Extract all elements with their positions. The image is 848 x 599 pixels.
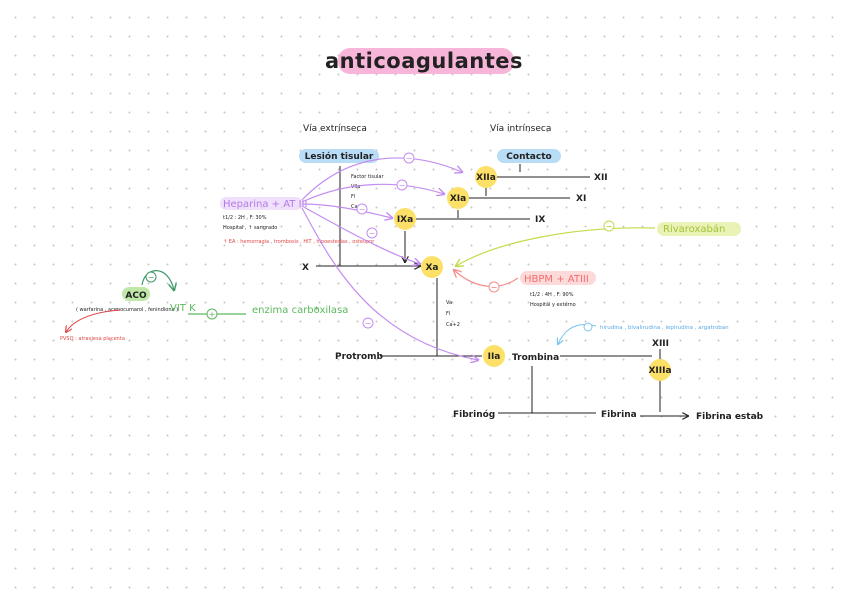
stable-fibrin-label: Fibrina estab — [696, 412, 764, 422]
heparin-to-xa-arrow — [301, 205, 420, 264]
inhibit-sign: − — [399, 181, 406, 190]
rivaroxaban-highlight — [657, 222, 741, 236]
factor-iia-circle — [483, 345, 505, 367]
aco-adverse-arrow — [66, 309, 121, 332]
cofactor-item: Va — [446, 300, 452, 306]
inhibit-marker — [583, 322, 593, 332]
inhibit-sign: − — [369, 229, 376, 238]
aco-to-vitk-arrow — [141, 270, 174, 290]
fibrinogen-label: Fibrinóg — [453, 409, 495, 420]
factor-xii: XII — [594, 173, 608, 183]
intrinsic-pathway-label: Vía intrínseca — [490, 124, 551, 134]
hbpm-label: HBPM + ATIII — [524, 274, 589, 285]
factor-ixa: IXa — [397, 215, 413, 225]
page-title: anticoagulantes — [325, 49, 523, 73]
inhibit-marker — [362, 317, 374, 329]
prothrombin-label: Protromb — [335, 352, 384, 362]
cofactor-item: Ca+2 — [446, 322, 460, 328]
factor-iia: IIa — [488, 352, 501, 362]
factor-xiia-circle — [475, 166, 497, 188]
inhibit-sign: − — [148, 273, 155, 282]
injury-highlight — [299, 149, 379, 163]
factor-xia-circle — [447, 187, 469, 209]
inhibit-sign: − — [359, 205, 366, 214]
inhibit-marker — [356, 203, 368, 215]
factor-xa-circle — [421, 256, 443, 278]
cofactor-item: Fl — [446, 311, 450, 317]
inhibit-marker — [366, 227, 378, 239]
factor-x: X — [302, 263, 309, 273]
vitamin-k-label: VIT K — [170, 303, 196, 314]
extrinsic-item: VIIa — [351, 184, 360, 190]
heparin-label: Heparina + AT III — [223, 199, 307, 210]
factor-xiia: XIIa — [476, 173, 496, 183]
contact-highlight — [497, 149, 561, 163]
factor-ix: IX — [535, 215, 545, 225]
inhibit-sign: − — [365, 319, 372, 328]
heparin-adverse: ↑ EA : hemorragia , trombosis , HIT , hi… — [223, 239, 375, 245]
aco-label: ACO — [125, 291, 147, 301]
inhibit-marker — [396, 179, 408, 191]
factor-xi: XI — [576, 194, 586, 204]
enzyme-asterisk: * — [314, 305, 319, 316]
inhibit-marker — [145, 271, 157, 283]
aco-highlight — [122, 287, 150, 301]
heparin-pk: t1/2 : 2H , F: 30% — [223, 215, 267, 221]
fibrin-label: Fibrina — [601, 410, 637, 420]
thrombin-label: Trombina — [512, 353, 559, 363]
inhibit-marker — [403, 152, 415, 164]
heparin-to-ixa-arrow — [301, 203, 392, 218]
thrombin-inhibitors-list: hirudina , bivalirudina , lepirudina , a… — [600, 325, 729, 331]
hbpm-pk: t1/2 : 4H , F: 90% — [530, 292, 574, 298]
contact-label: Contacto — [506, 152, 551, 162]
enzyme-label: enzima carboxilasa — [252, 305, 348, 316]
inhibit-marker — [488, 281, 500, 293]
hbpm-to-xa-arrow — [454, 270, 519, 287]
heparin-to-xia-arrow — [301, 183, 444, 203]
factor-xiiia: XIIIa — [648, 366, 671, 376]
factor-ixa-circle — [394, 208, 416, 230]
heparin-to-iia-arrow — [301, 207, 478, 360]
inhibit-marker — [603, 220, 615, 232]
inhibit-sign: − — [606, 222, 613, 231]
factor-xa: Xa — [425, 263, 438, 273]
rivaroxaban-to-xa-arrow — [456, 227, 656, 266]
hbpm-highlight — [520, 271, 596, 285]
factor-xiii: XIII — [652, 339, 669, 349]
activate-sign: + — [209, 310, 216, 319]
inhibit-sign: − — [406, 154, 413, 163]
factor-xiiia-circle — [649, 359, 671, 381]
heparin-to-xiia-arrow — [301, 157, 462, 201]
heparin-highlight — [220, 197, 302, 210]
hbpm-setting: Hospital y externo — [530, 302, 576, 308]
heparin-setting: Hospital , ↑ sangrado — [223, 225, 277, 231]
extrinsic-item: Factor tisular — [351, 174, 384, 180]
title-highlight — [338, 48, 514, 74]
factor-xia: XIa — [450, 194, 466, 204]
aco-drugs: ( warfarina , acenocumarol , fenindiona … — [76, 307, 178, 313]
inhibit-sign: − — [491, 283, 498, 292]
activate-marker — [206, 308, 218, 320]
extrinsic-pathway-label: Vía extrínseca — [303, 124, 367, 134]
aco-adverse: PVSO : atraviesa placenta — [60, 336, 125, 342]
tissue-injury-label: Lesión tisular — [305, 151, 374, 162]
rivaroxaban-label: Rivaroxabán — [663, 223, 725, 235]
extrinsic-item: Fl — [351, 194, 355, 200]
